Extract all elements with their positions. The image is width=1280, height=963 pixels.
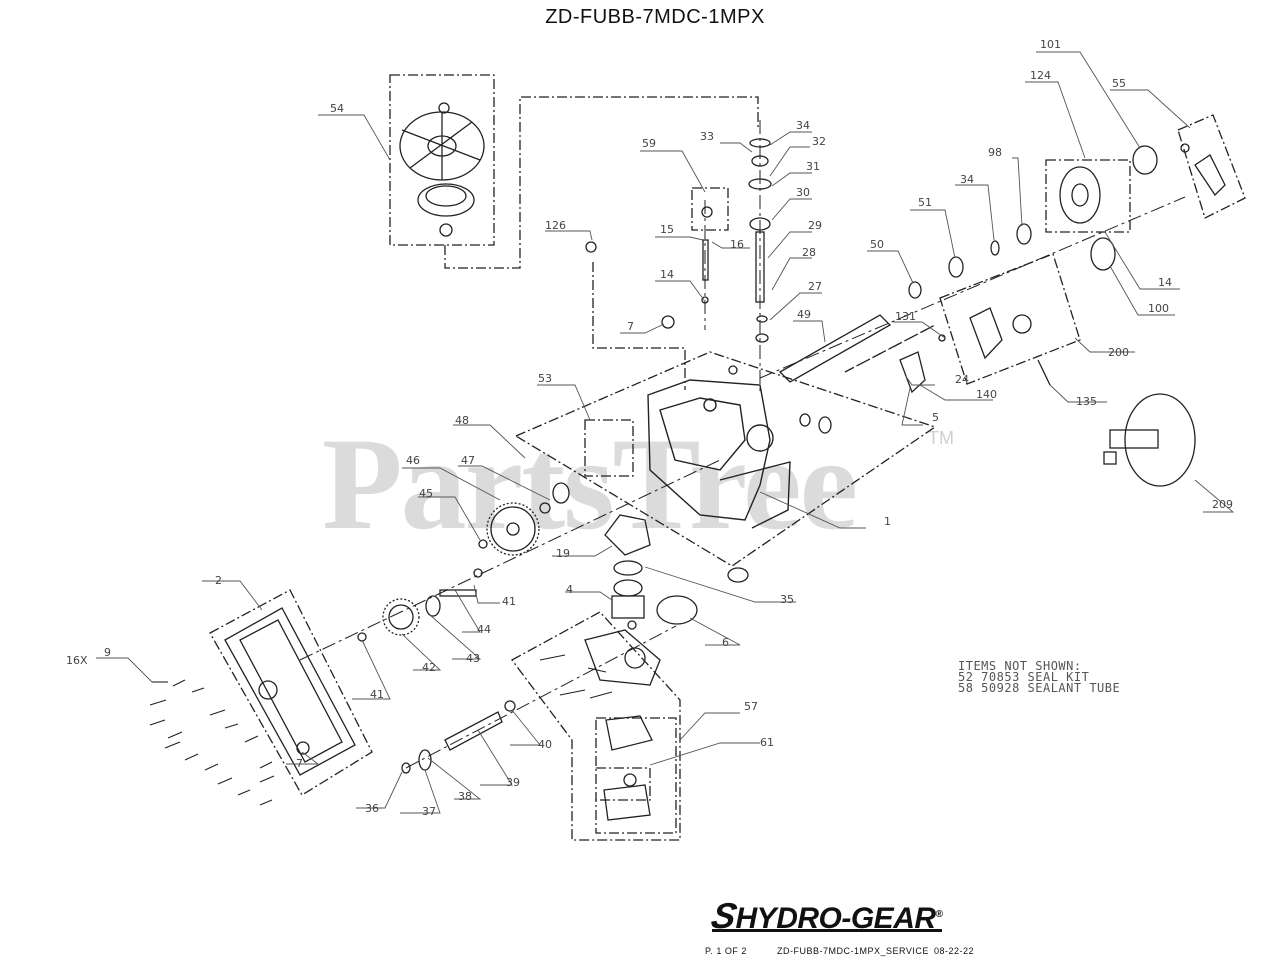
callout-c61: 61 xyxy=(760,736,774,749)
callout-c49: 49 xyxy=(797,308,811,321)
callout-c131: 131 xyxy=(895,310,916,323)
diagram-title: ZD-FUBB-7MDC-1MPX xyxy=(545,6,765,28)
callout-c43: 43 xyxy=(466,652,480,665)
footer-date: 08-22-22 xyxy=(934,946,975,956)
callout-c39: 39 xyxy=(506,776,520,789)
group-53-box xyxy=(584,419,634,477)
callout-c34b: 34 xyxy=(960,173,974,186)
group-124-box xyxy=(1045,159,1131,233)
callout-c9: 9 xyxy=(104,646,111,659)
items-not-shown-note: ITEMS NOT SHOWN: 52 70853 SEAL KIT 58 50… xyxy=(958,659,1121,695)
callout-c44: 44 xyxy=(477,623,491,636)
partstree-watermark: PartsTree xyxy=(322,410,858,557)
callout-c36: 36 xyxy=(365,802,379,815)
callout-c101: 101 xyxy=(1040,38,1061,51)
registered-mark-icon: ® xyxy=(935,909,943,920)
callout-c33: 33 xyxy=(700,130,714,143)
housing-box xyxy=(514,351,937,567)
callout-c47: 47 xyxy=(461,454,475,467)
callout-c27: 27 xyxy=(808,280,822,293)
callout-c98: 98 xyxy=(988,146,1002,159)
callout-c14a: 14 xyxy=(660,268,674,281)
gear-train xyxy=(357,482,570,642)
output-shaft-assembly xyxy=(778,143,1226,434)
callout-c16x: 16X xyxy=(66,654,88,667)
lower-housing-box xyxy=(511,611,681,841)
bolt-set xyxy=(149,654,613,806)
callout-c59: 59 xyxy=(642,137,656,150)
callout-c209: 209 xyxy=(1212,498,1233,511)
callout-c38: 38 xyxy=(458,790,472,803)
note-line-2: 52 70853 SEAL KIT xyxy=(958,670,1090,684)
callout-c30: 30 xyxy=(796,186,810,199)
callout-c126: 126 xyxy=(545,219,566,232)
callout-c29: 29 xyxy=(808,219,822,232)
callout-c41a: 41 xyxy=(502,595,516,608)
callout-c5: 5 xyxy=(932,411,939,424)
callout-c6: 6 xyxy=(722,636,729,649)
callout-c24: 24 xyxy=(955,373,969,386)
callout-c16: 16 xyxy=(730,238,744,251)
group-57-box xyxy=(595,717,677,834)
callout-c100: 100 xyxy=(1148,302,1169,315)
callout-c140: 140 xyxy=(976,388,997,401)
callout-c55: 55 xyxy=(1112,77,1126,90)
callout-c135: 135 xyxy=(1076,395,1097,408)
note-line-1: ITEMS NOT SHOWN: xyxy=(958,659,1082,673)
callout-c31: 31 xyxy=(806,160,820,173)
shaft-axis-line xyxy=(844,324,936,373)
callout-c14b: 14 xyxy=(1158,276,1172,289)
group-55-box xyxy=(1177,114,1246,219)
center-section xyxy=(584,514,749,686)
callout-c32: 32 xyxy=(812,135,826,148)
fan-pulley-assembly xyxy=(399,102,485,237)
brake-linkage xyxy=(899,307,1051,394)
callout-c7b: 7 xyxy=(296,757,303,770)
callout-c42: 42 xyxy=(422,661,436,674)
cover-box xyxy=(209,589,373,796)
housing-link-line xyxy=(592,262,686,390)
callout-c37: 37 xyxy=(422,805,436,818)
transaxle-housing xyxy=(647,379,791,529)
callout-c19: 19 xyxy=(556,547,570,560)
footer-page: P. 1 OF 2 xyxy=(705,946,747,956)
group-61-box xyxy=(596,767,651,801)
callout-c50: 50 xyxy=(870,238,884,251)
lower-shaft-assembly xyxy=(401,700,653,821)
fan-link-line xyxy=(444,96,759,269)
callout-c124: 124 xyxy=(1030,69,1051,82)
callout-c41b: 41 xyxy=(370,688,384,701)
callout-c53: 53 xyxy=(538,372,552,385)
end-cover-plate xyxy=(224,607,356,776)
trademark-mark: TM xyxy=(928,428,954,448)
callout-c200: 200 xyxy=(1108,346,1129,359)
callout-c57: 57 xyxy=(744,700,758,713)
callout-c40: 40 xyxy=(538,738,552,751)
callout-c2: 2 xyxy=(215,574,222,587)
callout-c1: 1 xyxy=(884,515,891,528)
group-200-box xyxy=(939,253,1081,385)
callout-c51: 51 xyxy=(918,196,932,209)
callout-c45: 45 xyxy=(419,487,433,500)
group-59-box xyxy=(691,187,729,231)
callout-c28: 28 xyxy=(802,246,816,259)
callout-leaders xyxy=(96,51,1235,814)
callout-c15: 15 xyxy=(660,223,674,236)
input-shaft-stack xyxy=(585,138,772,375)
callout-c4: 4 xyxy=(566,583,573,596)
callout-c7a: 7 xyxy=(627,320,634,333)
callout-c35: 35 xyxy=(780,593,794,606)
note-line-3: 58 50928 SEALANT TUBE xyxy=(958,681,1121,695)
callout-c48: 48 xyxy=(455,414,469,427)
callout-c34a: 34 xyxy=(796,119,810,132)
assembly-boundaries xyxy=(209,74,1246,841)
hydro-gear-underline xyxy=(712,929,942,932)
callout-c46: 46 xyxy=(406,454,420,467)
footer-document: ZD-FUBB-7MDC-1MPX_SERVICE xyxy=(777,946,929,956)
wheel-hub-209 xyxy=(1103,393,1196,487)
callout-c54: 54 xyxy=(330,102,344,115)
